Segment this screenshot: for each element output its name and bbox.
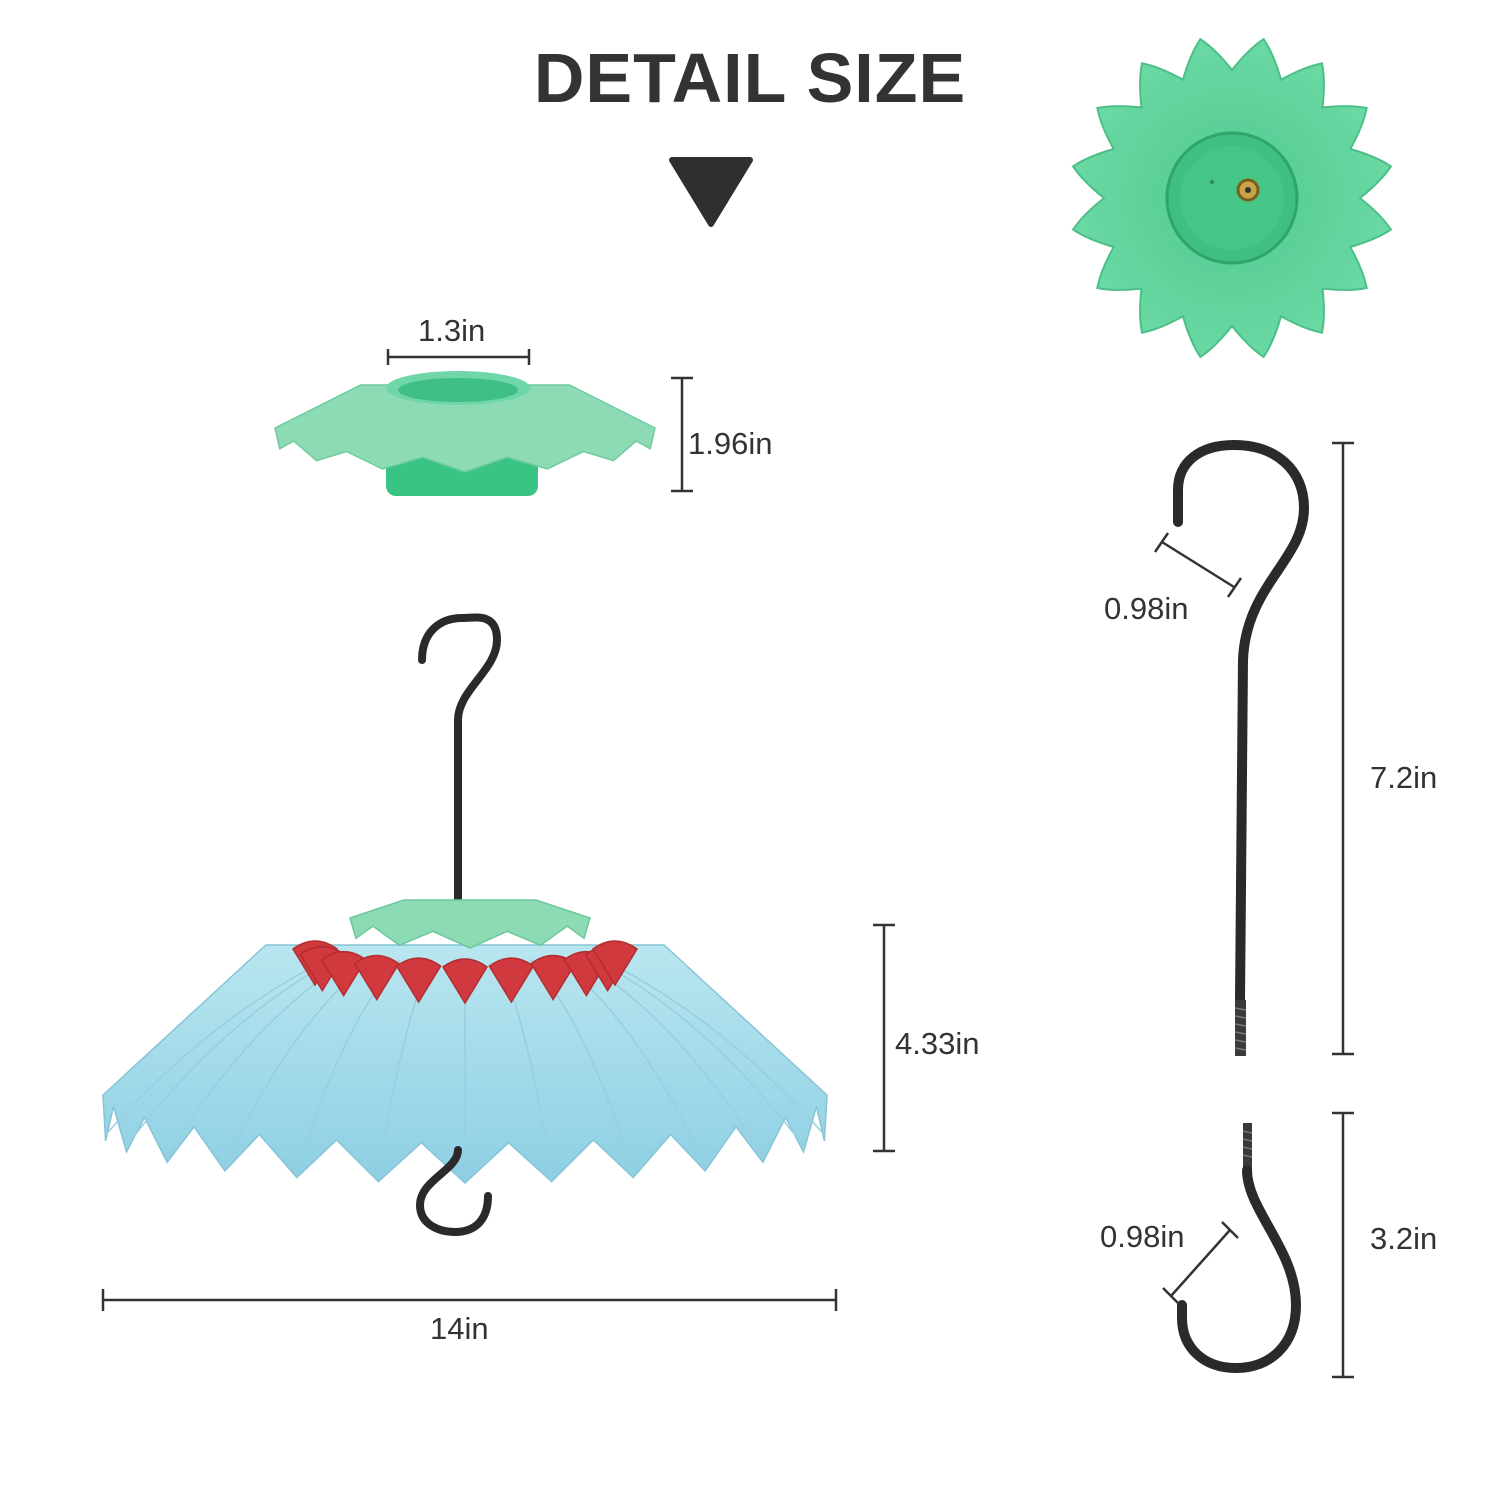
ant-guard-assembled-image <box>102 613 828 1237</box>
hook-opening-top-dimension-line <box>1153 532 1243 598</box>
hook-opening-bottom-dimension-line <box>1162 1221 1239 1305</box>
rod-length-label: 7.2in <box>1370 760 1438 795</box>
red-petal <box>395 957 442 1004</box>
red-petal <box>441 958 489 1005</box>
guard-rib <box>125 959 335 1147</box>
small-s-hook-image <box>1177 1123 1302 1374</box>
rod-length-dimension-line <box>1332 441 1354 1056</box>
page-title: DETAIL SIZE <box>533 39 967 117</box>
cap-side-view-image <box>274 371 656 496</box>
triangle-down-icon <box>669 157 753 227</box>
guard-height-dimension-line <box>873 923 895 1153</box>
top-view-flower-image <box>1071 37 1393 359</box>
cap-height-dimension-line <box>671 376 693 493</box>
cap-width-label: 1.3in <box>418 313 486 348</box>
cap-width-dimension-line <box>386 349 531 365</box>
guard-rib <box>595 959 805 1147</box>
guard-rib <box>105 959 327 1136</box>
guard-height-label: 4.33in <box>895 1026 980 1061</box>
hook-opening-bottom-label: 0.98in <box>1100 1219 1185 1254</box>
small-hook-length-dimension-line <box>1332 1111 1354 1379</box>
small-hook-length-label: 3.2in <box>1370 1221 1438 1256</box>
guard-width-dimension-line <box>101 1289 838 1311</box>
red-petal <box>591 940 639 987</box>
cap-height-label: 1.96in <box>688 426 773 461</box>
guard-width-label: 14in <box>430 1311 489 1346</box>
hook-opening-top-label: 0.98in <box>1104 591 1189 626</box>
long-s-hook-rod-image <box>1173 439 1310 1056</box>
guard-rib <box>603 959 825 1136</box>
red-petal <box>353 954 400 1002</box>
